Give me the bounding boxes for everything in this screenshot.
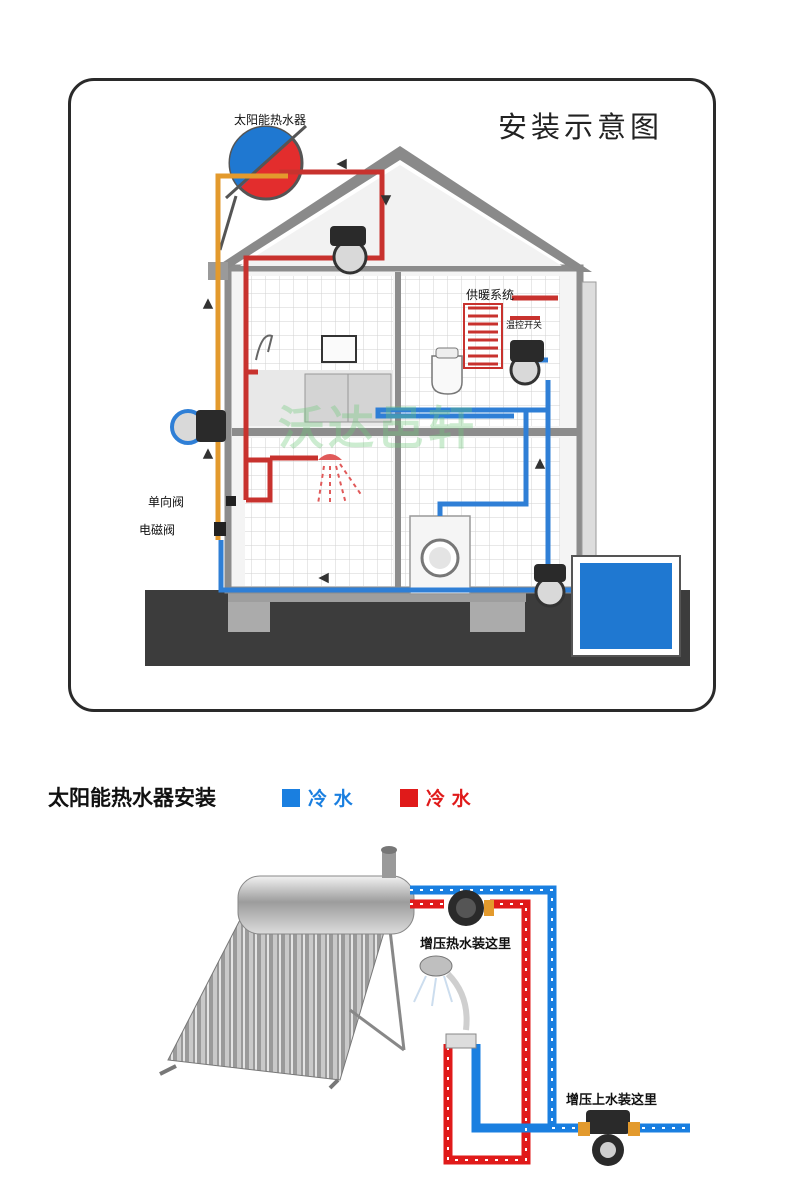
radiator (468, 306, 498, 366)
legend-swatch-red (400, 788, 418, 807)
legend-swatch-blue (282, 788, 300, 807)
pump-top (330, 226, 368, 275)
toilet (431, 355, 463, 395)
watermark: 沃达邑轩 (278, 401, 478, 455)
solenoid-valve (214, 522, 226, 536)
label-solar-heater: 太阳能热水器 (234, 113, 307, 127)
legend-title: 太阳能热水器安装 (48, 786, 216, 810)
downspout (581, 281, 597, 573)
label-heating-system: 供暖系统 (466, 288, 515, 302)
solar-collector (167, 911, 391, 1081)
legend-item-cold: 冷 水 (282, 784, 353, 811)
install-shower (413, 955, 477, 1049)
check-valve (226, 496, 236, 506)
label-supply-pump: 增压上水装这里 (566, 1093, 658, 1108)
shower-head (318, 454, 342, 460)
legend-label-hot: 冷 水 (426, 788, 471, 810)
install-hot-pump (448, 890, 494, 926)
install-supply-pump (578, 1110, 640, 1166)
pump-left (170, 409, 226, 445)
solar-tank (237, 875, 415, 935)
pump-bottom (534, 564, 566, 608)
legend-label-cold: 冷 水 (308, 788, 353, 810)
legend-item-hot: 冷 水 (400, 784, 471, 811)
label-solenoid-valve: 电磁阀 (139, 523, 176, 537)
pump-heating (509, 340, 544, 386)
label-check-valve: 单向阀 (148, 495, 185, 509)
label-hot-pump: 增压热水装这里 (420, 937, 512, 952)
label-temp-switch: 温控开关 (506, 321, 543, 331)
panel-title: 安装示意图 (498, 110, 664, 144)
